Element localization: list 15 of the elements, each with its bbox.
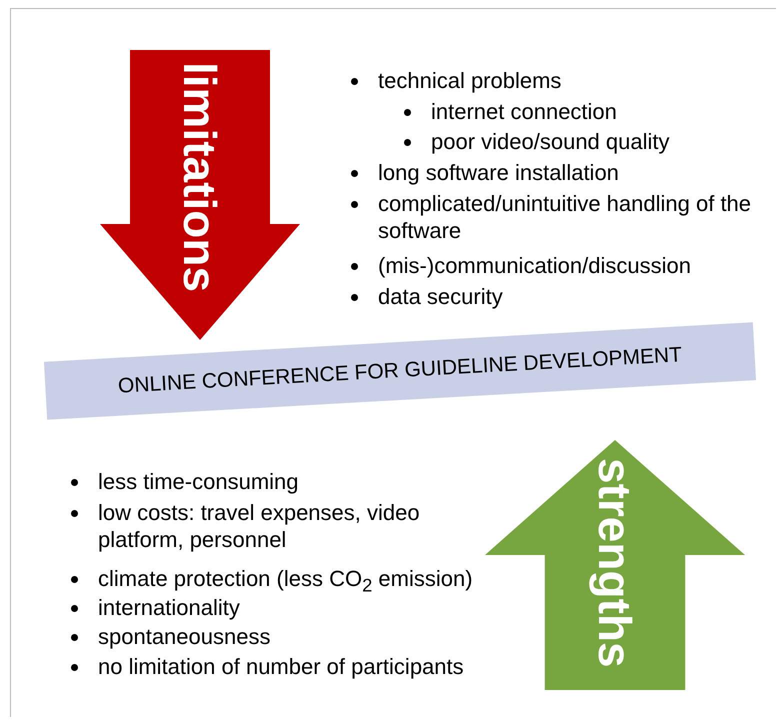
up-arrow — [485, 440, 745, 690]
bullet-item: less time-consuming — [98, 468, 300, 495]
bullet-item: spontaneousness — [98, 623, 272, 650]
bullet-item: data security — [378, 283, 504, 310]
bullet-item: no limitation of number of participants — [98, 653, 465, 680]
bullet-item: low costs: travel expenses, video platform, personnel — [98, 499, 421, 553]
arrow-label: limitations — [177, 62, 223, 292]
bullet-item: (mis-)communication/discussion — [378, 252, 692, 279]
bullet-item: long software installation — [378, 159, 620, 186]
down-arrow — [100, 50, 300, 340]
bullet-item: complicated/unintuitive handling of the software — [378, 190, 752, 244]
bullet-item: poor video/sound quality — [431, 128, 670, 155]
bullet-item: internet connection — [431, 98, 618, 125]
bullet-item: technical problems — [378, 67, 562, 94]
title-banner: ONLINE CONFERENCE FOR GUIDELINE DEVELOPMENT — [44, 322, 756, 420]
